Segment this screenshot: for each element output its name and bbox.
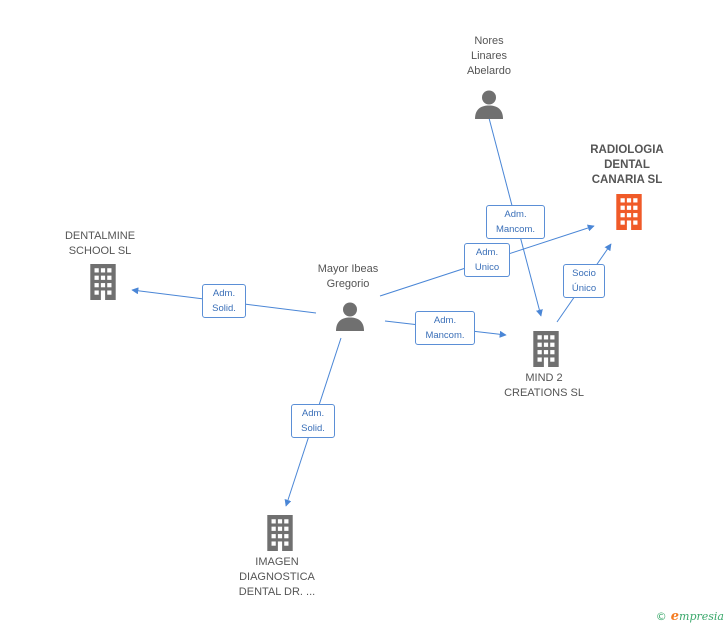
person-icon-nores[interactable] bbox=[475, 90, 503, 120]
edge-label-mayor-imagen: Adm. Solid. bbox=[291, 404, 335, 438]
brand-name: mpresia bbox=[679, 610, 724, 623]
edge-label-nores-mind2: Adm. Mancom. bbox=[486, 205, 545, 239]
edge-label-mayor-radiologia: Adm. Unico bbox=[464, 243, 510, 277]
edge-label-mind2-radiologia: Socio Único bbox=[563, 264, 605, 298]
empresia-brand[interactable]: ©empresia bbox=[656, 609, 724, 624]
building-icon-dentalmine[interactable] bbox=[90, 264, 116, 300]
brand-initial: e bbox=[670, 609, 680, 624]
node-label-radiologia[interactable]: RADIOLOGIA DENTAL CANARIA SL bbox=[590, 144, 664, 186]
building-icon-mind2[interactable] bbox=[533, 331, 559, 367]
node-label-mayor[interactable]: Mayor Ibeas Gregorio bbox=[317, 263, 379, 290]
node-label-nores[interactable]: Nores Linares Abelardo bbox=[466, 35, 512, 77]
person-icon-mayor[interactable] bbox=[336, 302, 364, 332]
building-icon-radiologia[interactable] bbox=[616, 194, 642, 230]
edge-label-mayor-mind2: Adm. Mancom. bbox=[415, 311, 475, 345]
edge-label-mayor-dentalmine: Adm. Solid. bbox=[202, 284, 246, 318]
building-icon-imagen[interactable] bbox=[267, 515, 293, 551]
node-label-mind2[interactable]: MIND 2 CREATIONS SL bbox=[504, 372, 584, 399]
node-label-dentalmine[interactable]: DENTALMINE SCHOOL SL bbox=[64, 230, 136, 257]
node-label-imagen[interactable]: IMAGEN DIAGNOSTICA DENTAL DR. ... bbox=[238, 556, 316, 598]
copyright-icon: © bbox=[655, 610, 667, 623]
